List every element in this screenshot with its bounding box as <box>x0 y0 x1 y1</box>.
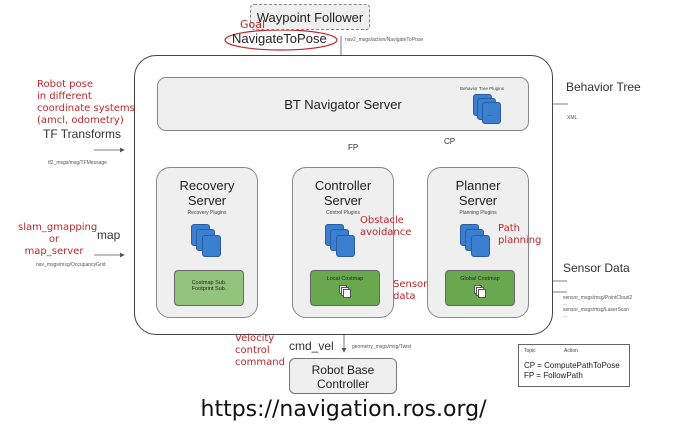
fp-label: FP <box>348 143 359 152</box>
recovery-plugins-label: Recovery Plugins <box>187 210 227 216</box>
cp-label: CP <box>444 137 456 146</box>
plugin-icon <box>471 235 490 257</box>
legend-cp-definition: CP = ComputePathToPose <box>524 361 620 370</box>
sensor-message-types: sensor_msgs/msg/PointCloud2 ... sensor_m… <box>563 295 633 319</box>
behavior-tree-label: Behavior Tree <box>566 80 641 94</box>
bt-navigator-title: BT Navigator Server <box>284 97 402 112</box>
twist-message-type: geometry_msgs/msg/Twist <box>352 344 412 350</box>
navigate-to-pose-label: NavigateToPose <box>232 31 327 46</box>
planner-title-line2: Server <box>458 193 498 208</box>
plugin-icon <box>202 235 221 257</box>
global-costmap: Global Costmap <box>445 270 515 306</box>
controller-title-line2: Server <box>323 193 363 208</box>
legend-action-label: Action <box>564 348 578 354</box>
bt-plugins-label: Behavior Tree Plugins <box>460 86 505 91</box>
plugin-icon <box>336 235 355 257</box>
recovery-title-line2: Server <box>187 193 227 208</box>
planner-plugins-label: Planning Plugins <box>459 210 497 216</box>
goal-ellipse <box>224 29 338 51</box>
legend-topic-label: Topic <box>524 348 536 354</box>
bt-navigator-server: BT Navigator Server Behavior Tree Plugin… <box>157 77 529 131</box>
legend: Topic Action CP = ComputePathToPose FP =… <box>518 344 630 387</box>
waypoint-follower-box: Waypoint Follower <box>250 4 370 30</box>
plugin-icon: ... <box>482 102 501 124</box>
controller-plugins-label: Control Plugins <box>326 210 360 216</box>
tf-message-type: tf2_msgs/msg/TFMessage <box>48 160 107 166</box>
goal-label: Goal <box>240 18 266 31</box>
velocity-command-note: Velocity control command <box>235 333 285 368</box>
local-costmap: Local Costmap <box>310 270 380 306</box>
costmap-footprint-sub: Costmap Sub. Footprint Sub. <box>174 270 244 306</box>
map-message-type: nav_msgs/msg/OccupancyGrid <box>36 262 106 268</box>
controller-title-line1: Controller <box>314 178 372 193</box>
recovery-title-line1: Recovery <box>179 178 235 193</box>
legend-fp-definition: FP = FollowPath <box>524 371 583 380</box>
cmd-vel-label: cmd_vel <box>289 339 334 353</box>
map-label: map <box>97 228 121 242</box>
navigate-to-pose-msg: nav2_msgs/action/NavigateToPose <box>345 37 424 43</box>
xml-label: XML <box>567 115 578 121</box>
map-source-note: slam_gmapping or map_server <box>18 222 98 257</box>
tf-transforms-label: TF Transforms <box>43 127 122 141</box>
robot-base-controller: Robot Base Controller <box>289 358 397 394</box>
footer-url[interactable]: https://navigation.ros.org/ <box>200 397 487 422</box>
robot-pose-note: Robot pose in different coordinate syste… <box>37 79 135 126</box>
planner-title-line1: Planner <box>455 178 501 193</box>
sensor-data-label: Sensor Data <box>563 261 630 275</box>
